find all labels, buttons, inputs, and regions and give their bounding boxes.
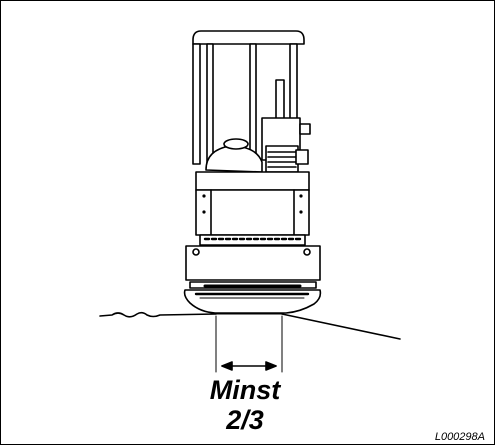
- engine: [205, 138, 309, 173]
- figure-code: L000298A: [434, 431, 485, 443]
- machine-body: [195, 171, 310, 246]
- compaction-plate: [183, 289, 322, 314]
- base-plate: [185, 245, 321, 289]
- ground-line: [99, 311, 401, 340]
- handle-frame: [192, 30, 311, 165]
- min-overlap-label-line2: 2/3: [226, 405, 264, 435]
- min-overlap-label-line1: Minst: [209, 375, 281, 405]
- min-overlap-dimension: [215, 315, 283, 373]
